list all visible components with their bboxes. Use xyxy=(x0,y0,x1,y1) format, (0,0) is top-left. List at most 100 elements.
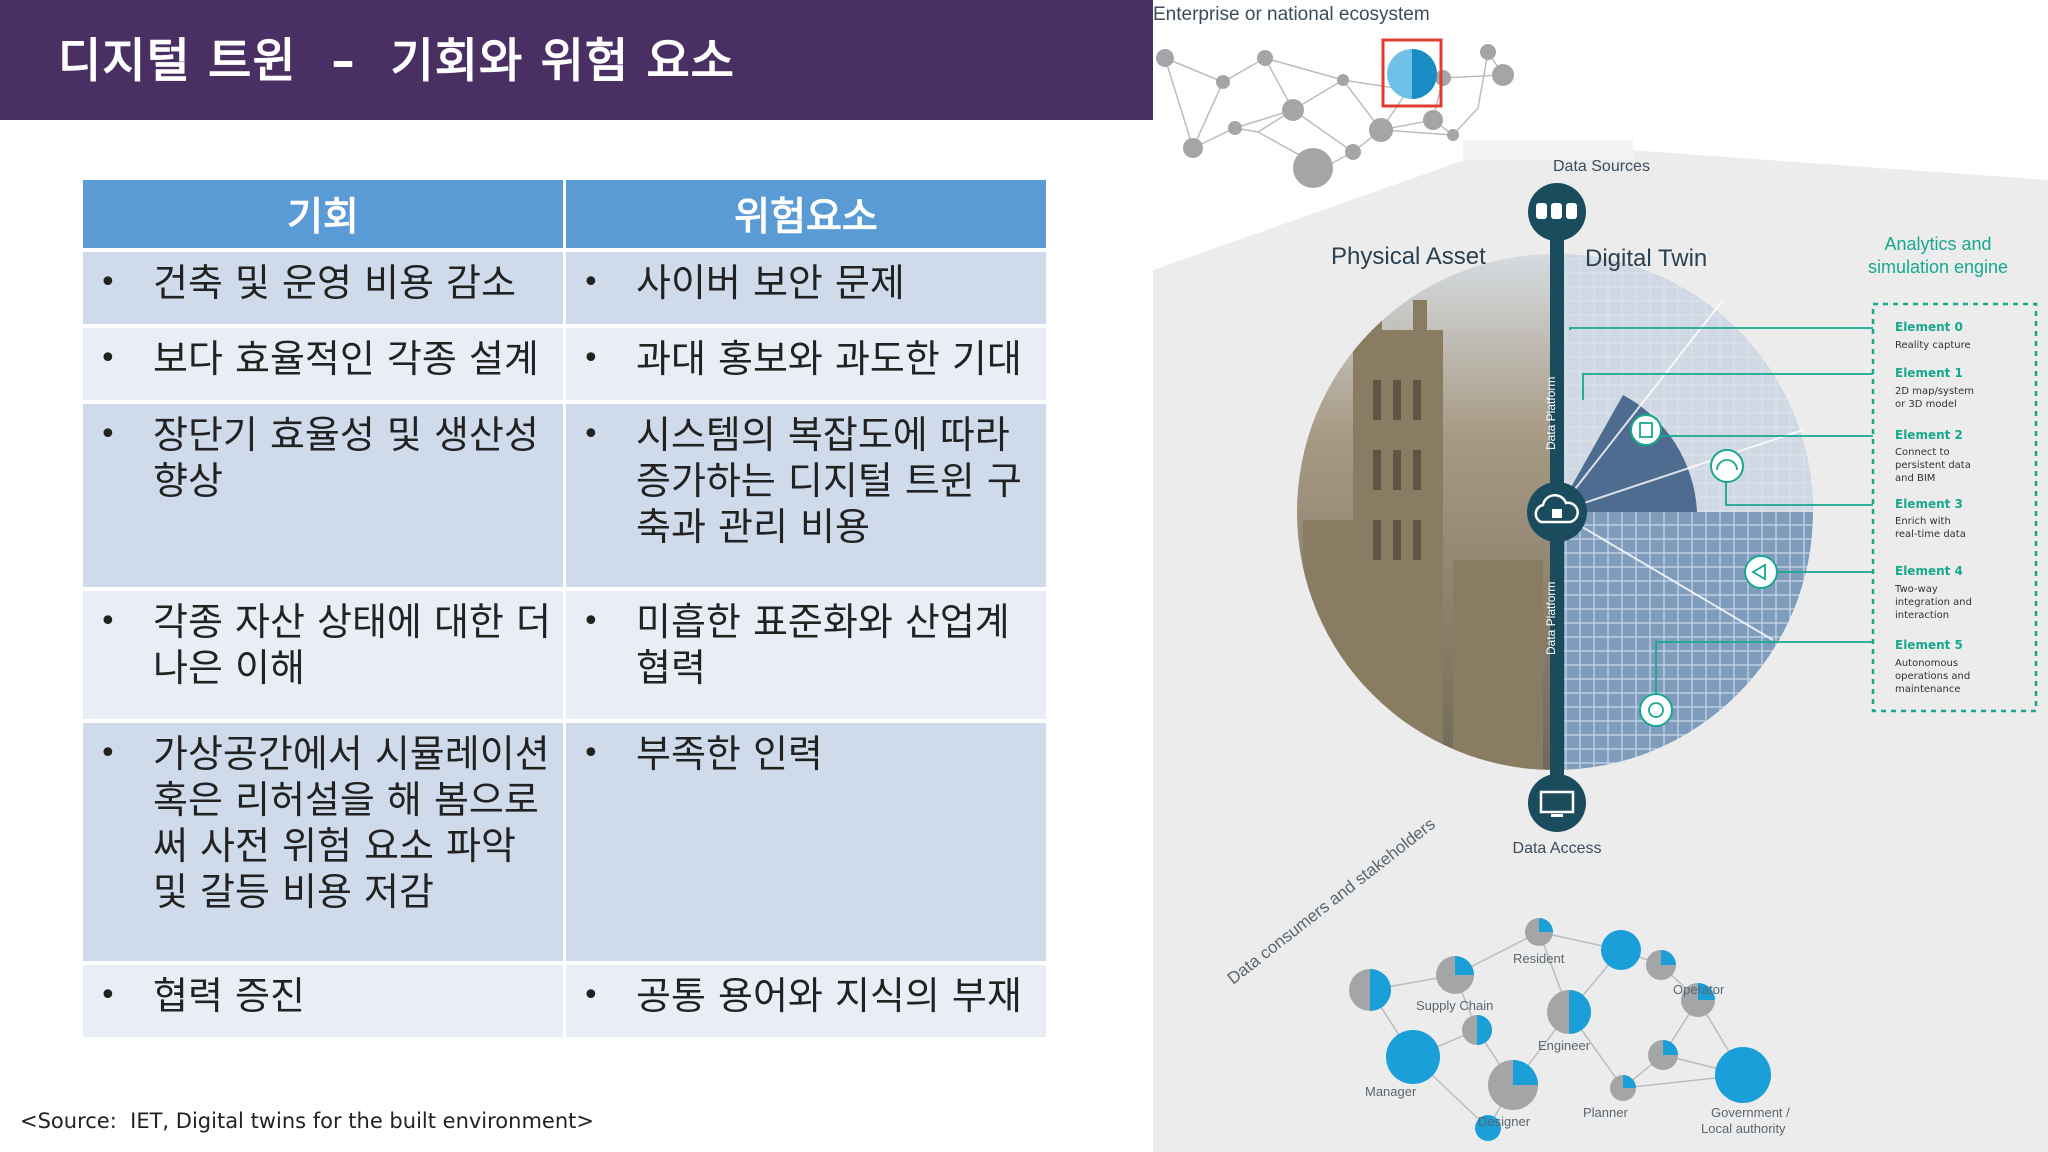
stakeholder-labels: Resident Supply Chain Operator Engineer … xyxy=(1365,951,1790,1136)
monitor-icon xyxy=(1539,790,1575,814)
bullet-icon: • xyxy=(582,341,600,376)
digital-twin-label: Digital Twin xyxy=(1585,245,1707,272)
data-access-hub xyxy=(1528,774,1586,832)
element-3-name: Element 3 xyxy=(1895,497,1963,511)
element-2-name: Element 2 xyxy=(1895,428,1963,442)
table-row: • 건축 및 운영 비용 감소 •사이버 보안 문제 xyxy=(83,252,1046,324)
risk-text: 시스템의 복잡도에 따라 증가하는 디지털 트윈 구축과 관리 비용 xyxy=(636,413,1022,549)
table-row: • 장단기 효율성 및 생산성 향상 • 시스템의 복잡도에 따라 증가하는 디지털… xyxy=(83,404,1046,587)
analytics-label-line2: simulation engine xyxy=(1868,257,2008,277)
database-icon xyxy=(1536,203,1577,219)
brain-icon xyxy=(1648,702,1664,718)
stakeholder-local-authority: Local authority xyxy=(1701,1121,1786,1136)
digital-twin-diagram: Enterprise or national ecosystem Data So… xyxy=(1153,4,2048,1152)
element-0-name: Element 0 xyxy=(1895,320,1963,334)
opportunity-cell: • 협력 증진 xyxy=(83,965,563,1037)
opportunity-text: 건축 및 운영 비용 감소 xyxy=(153,261,516,305)
stakeholder-resident: Resident xyxy=(1513,951,1565,966)
element-2-desc: and BIM xyxy=(1895,473,1935,484)
bullet-icon: • xyxy=(99,417,117,452)
stakeholder-designer: Designer xyxy=(1478,1114,1531,1129)
element-connectors xyxy=(1569,327,1873,700)
source-caption: <Source: IET, Digital twins for the buil… xyxy=(20,1109,594,1133)
physical-asset-label: Physical Asset xyxy=(1331,243,1486,270)
risk-cell: • 미흡한 표준화와 산업계 협력 xyxy=(566,591,1046,719)
risk-text: 공통 용어와 지식의 부재 xyxy=(636,974,1022,1018)
analytics-label-line1: Analytics and xyxy=(1884,234,1991,254)
risk-cell: • 공통 용어와 지식의 부재 xyxy=(566,965,1046,1037)
comparison-table: 기회 위험요소 •건축 및 운영 비용 감소 •사이버 보안 문제 •보다 효율… xyxy=(80,176,1049,1041)
element-3-desc: Enrich with xyxy=(1895,516,1951,527)
risk-cell: •사이버 보안 문제 xyxy=(566,252,1046,324)
data-platform-label-top: Data Platform xyxy=(1544,377,1558,450)
risk-cell: • 시스템의 복잡도에 따라 증가하는 디지털 트윈 구축과 관리 비용 xyxy=(566,404,1046,587)
opportunity-cell: • 가상공간에서 시뮬레이션 혹은 리허설을 해 봄으로써 사전 위험 요소 파악… xyxy=(83,723,563,961)
background-band xyxy=(1463,140,1633,160)
opportunity-text: 장단기 효율성 및 생산성 향상 xyxy=(153,413,539,503)
stakeholder-nodes xyxy=(1349,918,1771,1141)
risk-cell: • 과대 홍보와 과도한 기대 xyxy=(566,328,1046,400)
opportunity-cell: • 장단기 효율성 및 생산성 향상 xyxy=(83,404,563,587)
megaphone-icon xyxy=(1751,563,1766,581)
element-1-desc: or 3D model xyxy=(1895,399,1957,410)
risk-cell: • 부족한 인력 xyxy=(566,723,1046,961)
stakeholder-operator: Operator xyxy=(1673,982,1725,997)
element-1-desc: 2D map/system xyxy=(1895,386,1974,397)
map-icon xyxy=(1639,422,1653,438)
table-row: • 협력 증진 • 공통 용어와 지식의 부재 xyxy=(83,965,1046,1037)
element-5-name: Element 5 xyxy=(1895,638,1963,652)
slide-title: 디지털 트윈 – 기회와 위험 요소 xyxy=(58,34,735,89)
risk-text: 사이버 보안 문제 xyxy=(636,261,905,305)
table-row: • 각종 자산 상태에 대한 더 나은 이해 • 미흡한 표준화와 산업계 협력 xyxy=(83,591,1046,719)
element-marker-icons xyxy=(1639,422,1766,718)
risk-text: 과대 홍보와 과도한 기대 xyxy=(636,337,1022,381)
element-list: Element 0 Reality capture Element 1 2D m… xyxy=(1894,320,1974,695)
bullet-icon: • xyxy=(99,341,117,376)
stakeholder-government: Government / xyxy=(1711,1105,1790,1120)
highlight-box xyxy=(1381,38,1443,108)
stakeholder-manager: Manager xyxy=(1365,1084,1417,1099)
element-list-box xyxy=(1871,302,2038,713)
bullet-icon: • xyxy=(582,978,600,1013)
element-0-desc: Reality capture xyxy=(1895,340,1971,351)
element-markers xyxy=(1630,414,1778,727)
table-row: • 보다 효율적인 각종 설계 • 과대 홍보와 과도한 기대 xyxy=(83,328,1046,400)
bullet-icon: • xyxy=(99,978,117,1013)
ecosystem-label: Enterprise or national ecosystem xyxy=(1153,4,1430,25)
risk-text: 부족한 인력 xyxy=(636,732,823,776)
opportunity-cell: • 각종 자산 상태에 대한 더 나은 이해 xyxy=(83,591,563,719)
element-3-desc: real-time data xyxy=(1895,529,1966,540)
cloud-lock-icon xyxy=(1534,494,1579,524)
element-4-desc: integration and xyxy=(1895,597,1972,608)
element-4-desc: interaction xyxy=(1895,610,1949,621)
opportunity-text: 가상공간에서 시뮬레이션 혹은 리허설을 해 봄으로써 사전 위험 요소 파악 … xyxy=(153,732,550,914)
stakeholder-engineer: Engineer xyxy=(1538,1038,1591,1053)
lock-body-icon xyxy=(1552,509,1562,518)
bullet-icon: • xyxy=(582,736,600,771)
bullet-icon: • xyxy=(99,736,117,771)
element-5-desc: Autonomous xyxy=(1895,658,1958,669)
opportunity-text: 각종 자산 상태에 대한 더 나은 이해 xyxy=(153,600,551,690)
opportunity-cell: • 보다 효율적인 각종 설계 xyxy=(83,328,563,400)
element-1-name: Element 1 xyxy=(1895,366,1963,380)
gauge-icon xyxy=(1716,459,1738,471)
opportunity-cell: • 건축 및 운영 비용 감소 xyxy=(83,252,563,324)
bullet-icon: • xyxy=(582,417,600,452)
sector-lines xyxy=(1556,299,1804,641)
opportunity-text: 협력 증진 xyxy=(153,974,305,1018)
data-access-label: Data Access xyxy=(1513,840,1602,857)
opportunity-text: 보다 효율적인 각종 설계 xyxy=(153,337,539,381)
stakeholder-supply-chain: Supply Chain xyxy=(1416,998,1493,1013)
element-2-desc: persistent data xyxy=(1895,460,1971,471)
bullet-icon: • xyxy=(99,604,117,639)
bullet-icon: • xyxy=(99,265,117,300)
header-opportunity: 기회 xyxy=(83,180,563,248)
data-platform-label-bottom: Data Platform xyxy=(1544,582,1558,655)
risk-text: 미흡한 표준화와 산업계 협력 xyxy=(636,600,1010,690)
stakeholder-planner: Planner xyxy=(1583,1105,1628,1120)
element-4-desc: Two-way xyxy=(1894,584,1938,595)
building-windows xyxy=(1373,380,1421,560)
element-5-desc: operations and xyxy=(1895,671,1970,682)
title-bar: 디지털 트윈 – 기회와 위험 요소 xyxy=(0,0,1153,120)
bullet-icon: • xyxy=(582,604,600,639)
